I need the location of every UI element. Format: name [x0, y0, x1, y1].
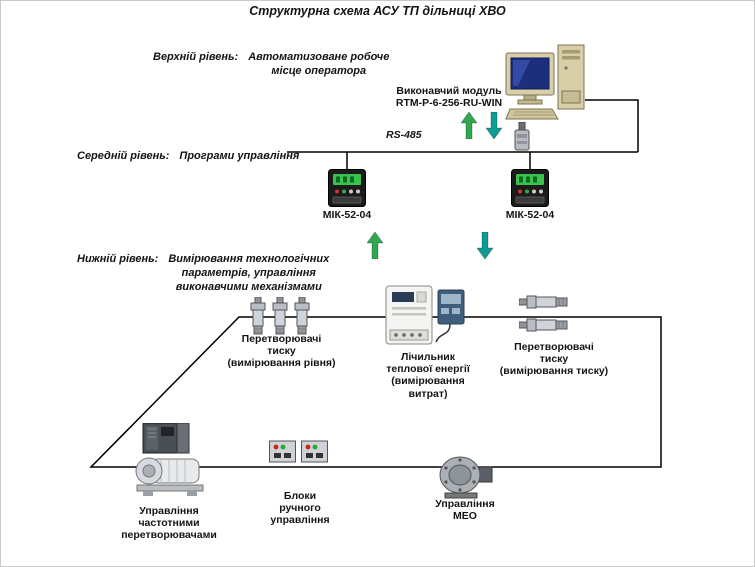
frequency-drive-pump-icon	[135, 423, 204, 496]
level-transducers-icon	[250, 297, 310, 335]
manual-blocks-label: Блоки ручного управління	[270, 490, 330, 527]
meo-actuator-icon	[439, 456, 493, 499]
mik-right-label: МІК-52-04	[505, 209, 555, 221]
arrow-down-icon	[477, 232, 493, 259]
arrow-down-icon	[486, 112, 502, 139]
frequency-drives-label: Управління частотними перетворювачами	[121, 505, 217, 542]
level-middle-desc: Програми управління	[179, 150, 300, 162]
level-upper-name: Верхній рівень:	[153, 51, 239, 63]
controller-mik-left-icon	[328, 169, 366, 207]
arrow-up-icon	[461, 112, 477, 139]
heat-meter-label: Лічильник теплової енергії (вимірювання …	[386, 351, 470, 400]
level-lower-name: Нижній рівень:	[77, 253, 159, 265]
computer-icon	[505, 44, 585, 120]
level-middle-label: Середній рівень: Програми управління	[77, 150, 299, 164]
level-lower-desc: Вимірювання технологічних параметрів, уп…	[168, 253, 330, 293]
level-middle-name: Середній рівень:	[77, 150, 170, 162]
level-upper-desc: Автоматизоване робоче місце оператора	[248, 51, 390, 77]
pressure-transducers-label: Перетворювачі тиску (вимірювання тиску)	[499, 341, 609, 378]
level-upper-label: Верхній рівень: Автоматизоване робоче мі…	[153, 51, 389, 79]
arrow-up-icon	[367, 232, 383, 259]
heat-meter-icon	[385, 285, 465, 345]
page-title: Структурна схема АСУ ТП дільниці ХВО	[249, 4, 506, 18]
controller-mik-right-icon	[511, 169, 549, 207]
manual-blocks-icon	[269, 440, 328, 463]
rs485-bus-label: RS-485	[386, 129, 422, 141]
exec-module-label: Виконавчий модуль RTM-P-6-256-RU-WIN	[395, 85, 503, 110]
mik-left-label: МІК-52-04	[322, 209, 372, 221]
pressure-transducers-icon	[519, 295, 568, 332]
rs485-adapter-icon	[514, 122, 530, 151]
level-lower-label: Нижній рівень: Вимірювання технологічних…	[77, 253, 329, 294]
level-transducers-label: Перетворювачі тиску (вимірювання рівня)	[227, 333, 336, 370]
meo-label: Управління МЕО	[435, 498, 495, 523]
